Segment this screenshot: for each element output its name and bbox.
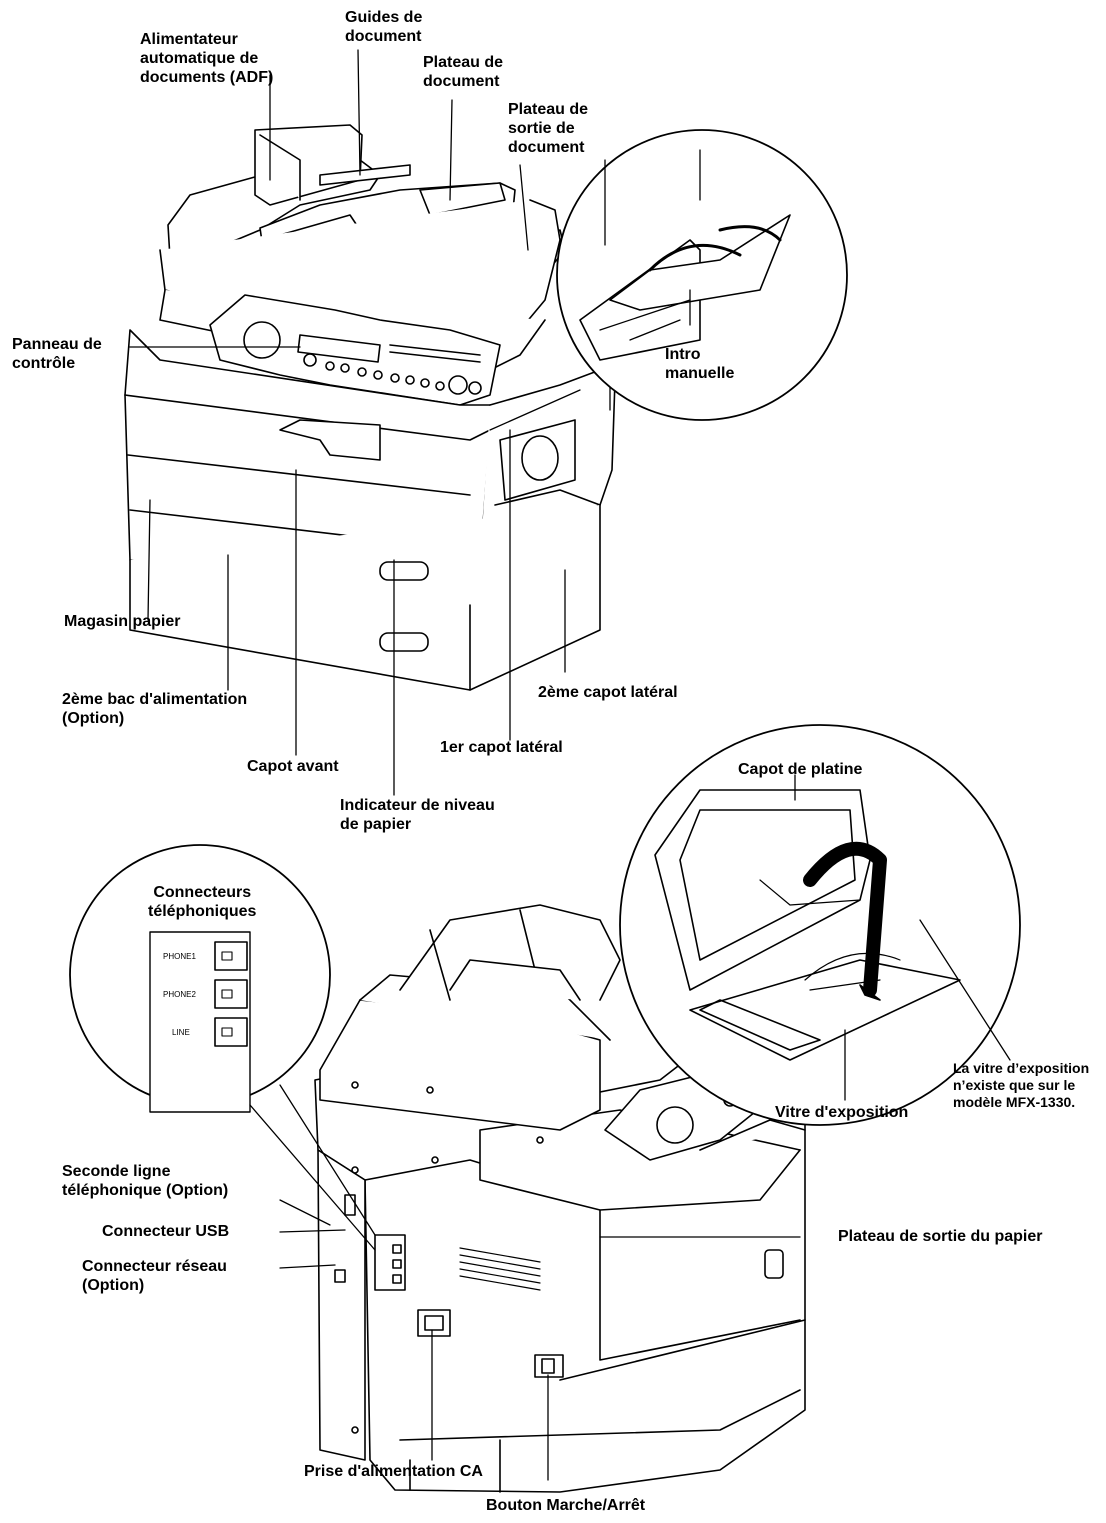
control-panel-shape xyxy=(209,294,501,406)
label-second-phone-line: Seconde ligne téléphonique (Option) xyxy=(62,1163,229,1199)
rear-machine xyxy=(314,904,806,1493)
label-second-tray: 2ème bac d'alimentation (Option) xyxy=(62,691,248,727)
front-machine xyxy=(124,124,848,691)
label-phone-connectors: Connecteurs téléphoniques xyxy=(148,884,257,920)
label-first-side-cover: 1er capot latéral xyxy=(440,739,563,756)
label-document-tray: Plateau de document xyxy=(423,54,504,90)
label-control-panel: Panneau de contrôle xyxy=(12,336,102,372)
main-body xyxy=(124,329,616,691)
jack-label-phone1: PHONE1 xyxy=(163,952,196,961)
label-power-switch: Bouton Marche/Arrêt xyxy=(486,1497,646,1514)
label-usb-connector: Connecteur USB xyxy=(102,1223,230,1240)
label-second-side-cover: 2ème capot latéral xyxy=(538,684,678,701)
label-paper-cassette: Magasin papier xyxy=(64,613,181,630)
platen-inset xyxy=(619,724,1021,1126)
manual-feed-inset xyxy=(489,129,848,431)
label-platen-cover: Capot de platine xyxy=(738,761,863,778)
label-document-output-tray: Plateau de sortie de document xyxy=(508,101,589,156)
label-manual-feed: Intro manuelle xyxy=(665,346,735,382)
label-network-connector: Connecteur réseau (Option) xyxy=(82,1258,227,1294)
label-paper-level-indicator: Indicateur de niveau de papier xyxy=(340,797,495,833)
jack-label-phone2: PHONE2 xyxy=(163,990,196,999)
label-paper-output-tray: Plateau de sortie du papier xyxy=(838,1228,1043,1245)
jack-label-line: LINE xyxy=(172,1028,190,1037)
phone-connectors-inset xyxy=(69,844,376,1251)
leader-lines xyxy=(129,49,1011,1481)
label-front-cover: Capot avant xyxy=(247,758,339,775)
label-ac-inlet: Prise d'alimentation CA xyxy=(304,1463,483,1480)
label-exposure-glass: Vitre d'exposition xyxy=(775,1104,909,1121)
label-document-guides: Guides de document xyxy=(345,9,423,45)
label-glass-note: La vitre d’exposition n’existe que sur l… xyxy=(953,1060,1090,1110)
label-adf: Alimentateur automatique de documents (A… xyxy=(140,31,274,86)
